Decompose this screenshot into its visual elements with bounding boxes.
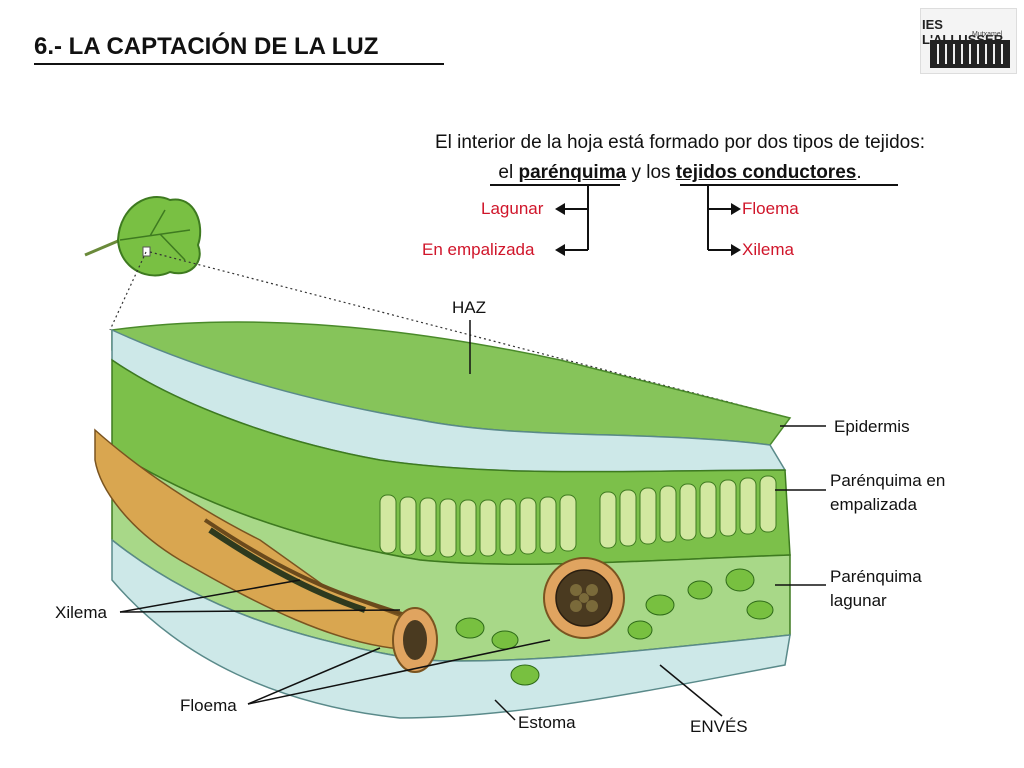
vascular-bundle-cross-section <box>543 557 625 639</box>
logo-subtitle: Mutxamel <box>972 31 1003 38</box>
page-title: 6.- LA CAPTACIÓN DE LA LUZ <box>34 33 379 60</box>
branch-xilema: Xilema <box>742 240 794 259</box>
arrow-floema <box>731 203 741 215</box>
label-floema: Floema <box>180 696 237 715</box>
intro-line2-post: . <box>856 162 862 183</box>
vascular-bundle-side <box>94 428 422 651</box>
label-spongy-2: lagunar <box>830 591 887 610</box>
branch-lagunar: Lagunar <box>481 199 544 218</box>
logo-emblem <box>930 40 1010 68</box>
intro-line2-pre: el <box>498 162 519 183</box>
intro-line2-mid: y los <box>626 162 676 183</box>
term-conductive-tissues: tejidos conductores <box>675 162 857 183</box>
arrow-lagunar <box>555 203 565 215</box>
label-enves: ENVÉS <box>690 717 748 736</box>
whole-leaf-icon <box>84 195 202 277</box>
intro-text: El interior de la hoja está formado por … <box>360 128 1000 188</box>
label-estoma: Estoma <box>518 713 576 732</box>
branch-floema: Floema <box>742 199 799 218</box>
label-epidermis: Epidermis <box>834 417 910 436</box>
lower-epidermis <box>111 538 791 719</box>
term-parenchyma: parénquima <box>518 162 627 183</box>
label-haz: HAZ <box>452 298 486 317</box>
arrow-empalizada <box>555 244 565 256</box>
label-spongy-1: Parénquima <box>830 567 922 586</box>
arrow-xilema <box>731 244 741 256</box>
branch-empalizada: En empalizada <box>422 240 535 259</box>
title-underline <box>34 63 444 65</box>
vascular-bundle-end <box>392 607 438 673</box>
label-xilema: Xilema <box>55 603 107 622</box>
palisade-cells <box>379 475 777 558</box>
label-palisade-1: Parénquima en <box>830 471 946 490</box>
intro-line-2: el parénquima y los tejidos conductores. <box>360 158 1000 188</box>
intro-line-1: El interior de la hoja está formado por … <box>434 132 926 153</box>
label-palisade-2: empalizada <box>830 495 917 514</box>
spongy-cells <box>455 568 774 686</box>
leader-lines <box>119 320 826 721</box>
